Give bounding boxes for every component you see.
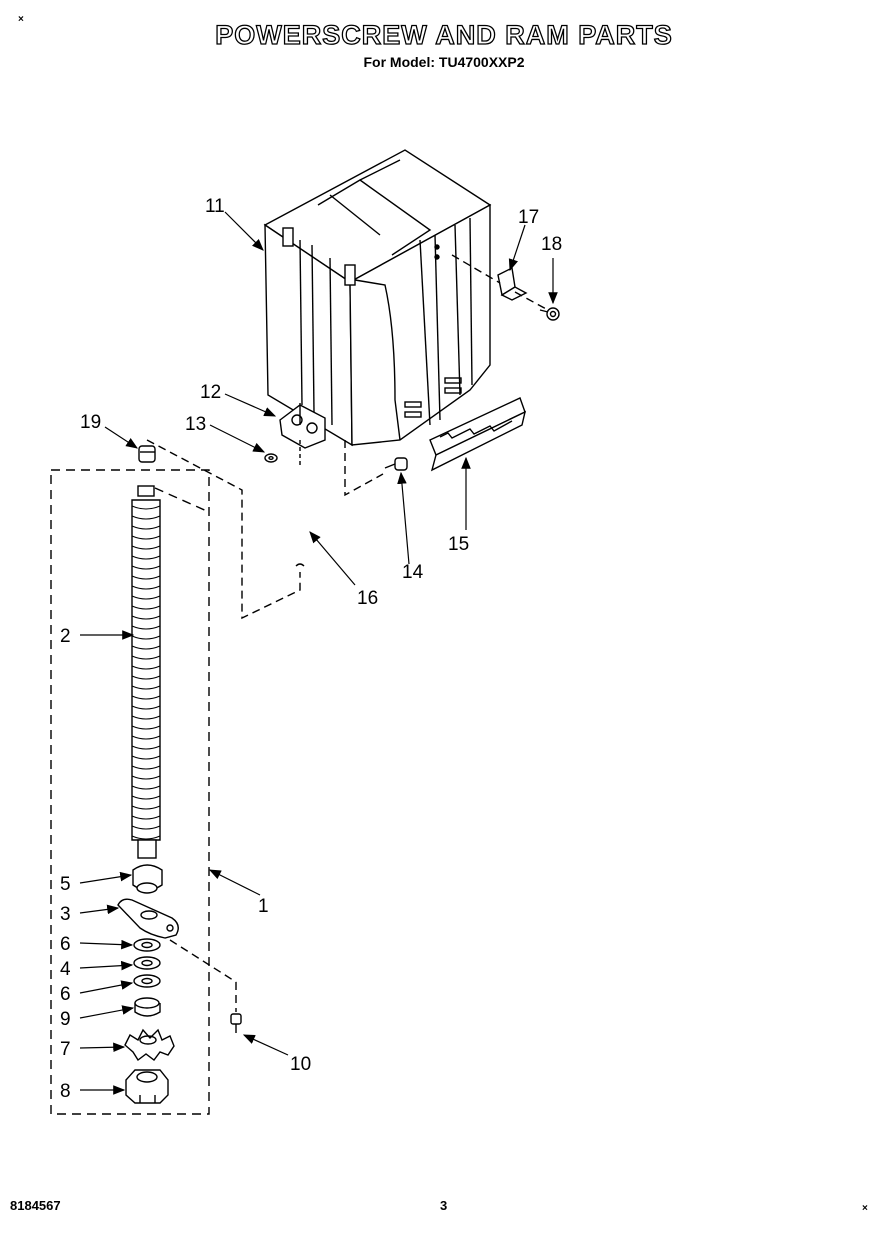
thread-ring: [131, 795, 161, 800]
thread-ring: [131, 545, 161, 550]
thread-ring: [131, 625, 161, 630]
thread-ring: [131, 565, 161, 570]
callout-8: 8: [60, 1081, 71, 1102]
callout-5: 5: [60, 874, 71, 895]
thread-ring: [131, 705, 161, 710]
thread-ring: [131, 835, 161, 840]
sprocket-part-7: [124, 1028, 175, 1062]
thread-ring: [131, 685, 161, 690]
thread-ring: [131, 785, 161, 790]
thread-ring: [131, 725, 161, 730]
thread-ring: [131, 525, 161, 530]
callout-4: 4: [60, 959, 71, 980]
nut-part-5: [132, 864, 163, 894]
callout-19: 19: [80, 412, 101, 433]
callout-15: 15: [448, 534, 469, 555]
callout-14: 14: [402, 562, 424, 583]
thread-ring: [131, 735, 161, 740]
thread-ring: [131, 615, 161, 620]
plate-part-3: [117, 898, 179, 939]
powerscrew-part-2: [131, 485, 161, 859]
cap-part-19: [138, 445, 156, 463]
bracket-part-12: [279, 403, 326, 449]
callout-9: 9: [60, 1009, 71, 1030]
hexnut-part-8: [125, 1069, 169, 1104]
callout-6-upper: 6: [60, 934, 71, 955]
callout-labels: 1 2 3 4 5 6 6 7 8 9 10 11 12 13 14 15 16…: [60, 196, 562, 1102]
corner-mark-bottom-right: ×: [862, 1203, 868, 1214]
callout-13: 13: [185, 414, 206, 435]
thread-ring: [131, 745, 161, 750]
thread-ring: [131, 815, 161, 820]
thread-ring: [131, 505, 161, 510]
screw-part-10: [230, 1013, 242, 1033]
thread-ring: [131, 555, 161, 560]
thread-ring: [131, 635, 161, 640]
thread-ring: [131, 805, 161, 810]
page-subtitle: For Model: TU4700XXP2: [363, 54, 525, 70]
clip-part-17: [497, 266, 528, 301]
callout-2: 2: [60, 626, 71, 647]
thread-ring: [131, 695, 161, 700]
callout-18: 18: [541, 234, 562, 255]
thread-ring: [131, 515, 161, 520]
callout-16: 16: [357, 588, 378, 609]
thread-ring: [131, 775, 161, 780]
washer-part-6-lower: [133, 974, 161, 988]
bolt-part-14: [384, 457, 408, 471]
callout-3: 3: [60, 904, 71, 925]
page-title: POWERSCREW AND RAM PARTS: [215, 19, 673, 50]
thread-ring: [131, 825, 161, 830]
thread-ring: [131, 715, 161, 720]
powerscrew-threads: [131, 505, 161, 840]
thread-ring: [131, 645, 161, 650]
callout-7: 7: [60, 1039, 71, 1060]
callout-11: 11: [205, 196, 225, 217]
bracket-part-15: [429, 397, 527, 472]
callout-6-lower: 6: [60, 984, 71, 1005]
ram-assembly: [263, 149, 492, 447]
callout-10: 10: [290, 1054, 311, 1075]
spacer-part-9: [134, 997, 161, 1017]
thread-ring: [131, 755, 161, 760]
thread-ring: [131, 765, 161, 770]
washer-part-4: [133, 956, 161, 970]
corner-mark-top-left: ×: [18, 14, 24, 25]
document-number: 8184567: [10, 1198, 61, 1213]
page-number: 3: [440, 1198, 448, 1213]
washer-part-13: [264, 453, 278, 463]
thread-ring: [131, 575, 161, 580]
leader-arrows: [79, 211, 558, 1095]
thread-ring: [131, 595, 161, 600]
thread-ring: [131, 655, 161, 660]
thread-ring: [131, 665, 161, 670]
callout-17: 17: [518, 207, 539, 228]
thread-ring: [131, 535, 161, 540]
washer-part-6-upper: [133, 938, 161, 952]
thread-ring: [131, 585, 161, 590]
nut-part-18: [539, 307, 560, 321]
thread-ring: [131, 605, 161, 610]
thread-ring: [131, 675, 161, 680]
callout-12: 12: [200, 382, 221, 403]
callout-1: 1: [258, 896, 269, 917]
